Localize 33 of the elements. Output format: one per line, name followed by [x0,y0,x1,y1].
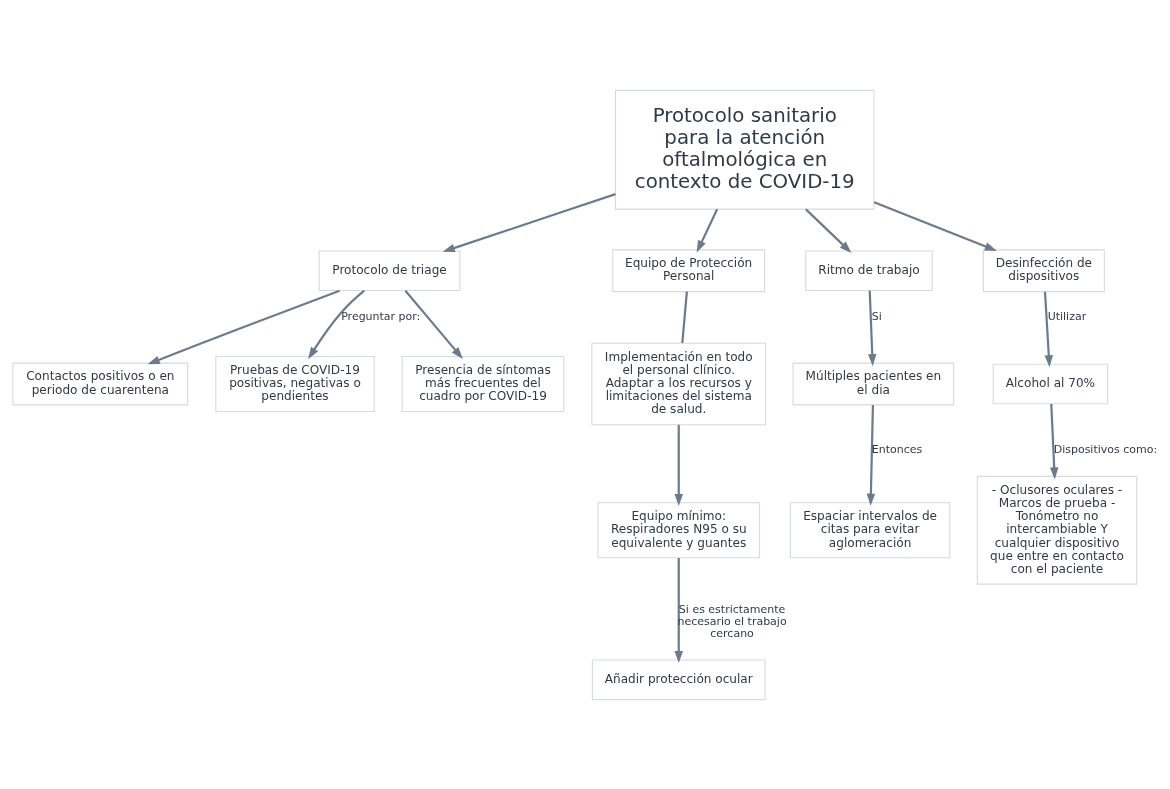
node-box: Presencia de síntomas más frecuentes del cuadro por COVID-19 [401,355,565,412]
node-box: Pruebas de COVID-19 positivas, negativas o pendientes [215,355,375,412]
edge-label: Dispositivos como: [1053,442,1158,456]
arrow [866,404,876,506]
node-box: Espaciar intervalos de citas para evitar aglomeración [789,501,951,558]
arrow [1043,291,1054,367]
node-box: Desinfección de dispositivos [982,248,1105,292]
node-box: Ritmo de trabajo [805,249,933,291]
arrow [696,208,719,253]
edge-label: Si [871,309,882,323]
arrow [404,289,463,359]
node-box: Contactos positivos o en periodo de cuarentena [12,362,189,405]
node-box: Alcohol al 70% [992,363,1109,404]
arrow [805,207,852,253]
connector [681,291,688,343]
arrow [147,289,340,364]
arrow [442,192,616,252]
arrow [1049,403,1059,479]
arrow [674,557,683,663]
arrow [873,200,997,251]
node-box: Equipo mínimo: Respiradores N95 o su equivalente y guantes [597,501,761,558]
arrow [674,424,683,506]
node-box: Múltiples pacientes en el dia [792,362,955,405]
node-box: Equipo de Protección Personal [612,248,766,292]
arrow [868,290,877,366]
node-box: Protocolo sanitario para la atención oftalmológica en contexto de COVID-19 [614,89,875,210]
node-box: Protocolo de triage [318,249,461,291]
node-box: Implementación en todo el personal clínico. Adaptar a los recursos y limitaciones del sistema de salud. [591,342,767,425]
edge-label: Utilizar [1047,309,1087,323]
node-box: Añadir protección ocular [591,658,766,700]
edge-label: Preguntar por: [341,309,421,323]
node-box: - Oclusores oculares - Marcos de prueba - Tonómetro no intercambiable Y cualquier dispositivo que entre en contacto con el paciente [976,475,1138,585]
arrow [308,289,365,359]
